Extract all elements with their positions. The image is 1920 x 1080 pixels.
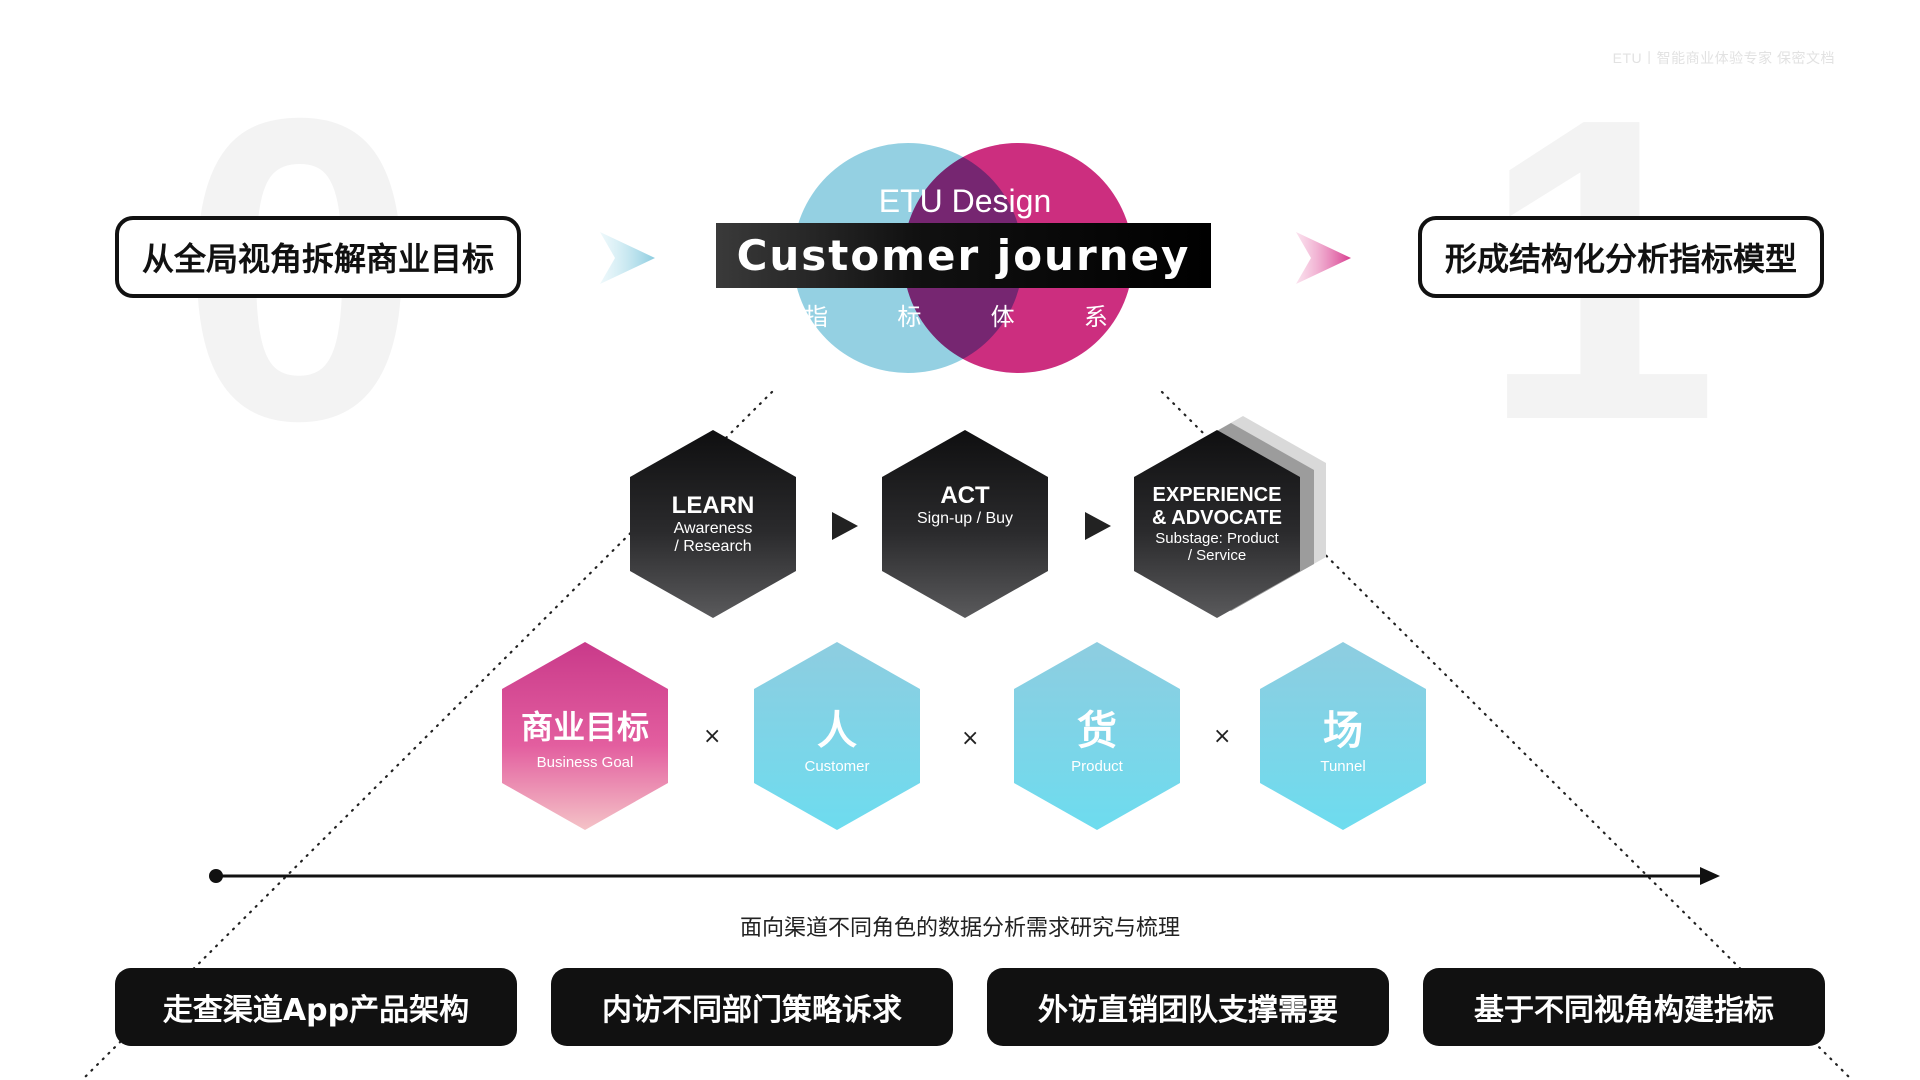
stage-act-title: ACT — [940, 482, 990, 509]
stage-act-sub1: Sign-up / Buy — [916, 510, 1014, 527]
times-sign-2: × — [961, 726, 980, 751]
factor-product-en: Product — [1071, 757, 1123, 775]
stage-exp-sub2: / Service — [1187, 547, 1247, 564]
times-sign-3: × — [1213, 724, 1232, 749]
factor-customer-en: Customer — [804, 757, 870, 775]
goal-left-text: 从全局视角拆解商业目标 — [141, 240, 494, 278]
goal-box-right: 形成结构化分析指标模型 — [1418, 216, 1824, 298]
journey-banner: Customer journey — [716, 223, 1211, 288]
stage-arrow-1 — [832, 512, 858, 540]
factor-tunnel-en: Tunnel — [1320, 757, 1366, 775]
venn-cn-label: 指 标 体 系 — [804, 303, 1126, 331]
arrow-cyan — [600, 232, 655, 284]
bottom-box-2-text: 内访不同部门策略诉求 — [602, 993, 902, 1028]
bottom-box-4: 基于不同视角构建指标 — [1423, 968, 1825, 1046]
stage-learn-title: LEARN — [671, 492, 755, 519]
stage-learn-sub2: / Research — [674, 538, 752, 555]
stage-exp-title2: & ADVOCATE — [1152, 507, 1282, 529]
bottom-box-2: 内访不同部门策略诉求 — [551, 968, 953, 1046]
stage-exp-title: EXPERIENCE — [1152, 484, 1282, 506]
stage-exp-sub1: Substage: Product — [1155, 530, 1279, 547]
stage-learn-sub1: Awareness — [673, 520, 753, 537]
axis-arrowhead — [1700, 867, 1720, 885]
goal-right-text: 形成结构化分析指标模型 — [1444, 240, 1797, 278]
bottom-box-3: 外访直销团队支撑需要 — [987, 968, 1389, 1046]
dotted-line-left — [80, 390, 774, 1080]
stage-arrow-2 — [1085, 512, 1111, 540]
header-note: ETU丨智能商业体验专家 保密文档 — [1612, 50, 1835, 66]
journey-title: Customer journey — [736, 231, 1191, 280]
dotted-line-right — [1160, 390, 1854, 1080]
times-sign-1: × — [703, 724, 722, 749]
factor-product-cn: 货 — [1077, 707, 1117, 754]
bottom-box-1: 走查渠道App产品架构 — [115, 968, 517, 1046]
goal-box-left: 从全局视角拆解商业目标 — [115, 216, 521, 298]
factor-customer-cn: 人 — [817, 707, 857, 754]
bottom-box-3-text: 外访直销团队支撑需要 — [1038, 993, 1338, 1028]
axis-caption: 面向渠道不同角色的数据分析需求研究与梳理 — [739, 916, 1180, 941]
bottom-box-1-text: 走查渠道App产品架构 — [162, 993, 470, 1028]
factor-business-cn: 商业目标 — [520, 707, 649, 746]
factor-business-en: Business Goal — [536, 753, 634, 771]
venn-subtitle: ETU Design — [878, 183, 1052, 219]
bottom-box-4-text: 基于不同视角构建指标 — [1474, 993, 1774, 1028]
factor-tunnel-cn: 场 — [1323, 707, 1363, 754]
arrow-pink — [1296, 232, 1351, 284]
